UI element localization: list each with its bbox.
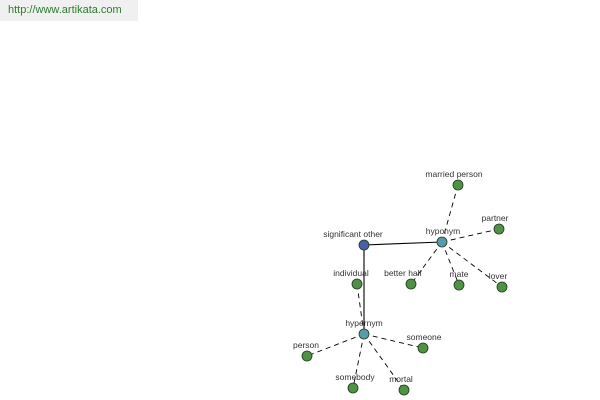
node-label: married person <box>425 169 482 179</box>
node-label: lover <box>489 271 508 281</box>
edge-person <box>306 333 365 357</box>
node-label: someone <box>407 332 442 342</box>
edge-mortal <box>363 333 405 391</box>
edge-partner <box>441 228 500 243</box>
node-somebody[interactable]: somebody <box>335 372 375 394</box>
edge-lover <box>441 241 503 288</box>
node-marker[interactable] <box>493 223 505 235</box>
node-label: somebody <box>335 372 375 382</box>
node-marker[interactable] <box>405 278 417 290</box>
node-marker[interactable] <box>347 382 359 394</box>
node-better-half[interactable]: better half <box>384 268 423 290</box>
node-marker[interactable] <box>301 350 313 362</box>
node-person[interactable]: person <box>293 340 319 362</box>
node-hypernym[interactable]: hypernym <box>345 318 383 340</box>
node-label: hypernym <box>345 318 382 328</box>
node-significant-other[interactable]: significant other <box>323 229 383 251</box>
node-marker[interactable] <box>417 342 429 354</box>
node-label: individual <box>333 268 369 278</box>
node-lover[interactable]: lover <box>489 271 508 293</box>
node-marker[interactable] <box>358 239 370 251</box>
node-individual[interactable]: individual <box>333 268 369 290</box>
node-marker[interactable] <box>351 278 363 290</box>
node-label: partner <box>482 213 509 223</box>
node-marker[interactable] <box>436 236 448 248</box>
node-married-person[interactable]: married person <box>425 169 483 191</box>
edge-somebody <box>352 333 365 389</box>
node-mortal[interactable]: mortal <box>389 374 413 396</box>
node-label: significant other <box>323 229 383 239</box>
edge-married-person <box>441 184 459 243</box>
node-label: mate <box>450 269 469 279</box>
node-marker[interactable] <box>358 328 370 340</box>
node-marker[interactable] <box>398 384 410 396</box>
node-mate[interactable]: mate <box>450 269 469 291</box>
node-label: person <box>293 340 319 350</box>
edge-root-hyponym <box>363 241 443 246</box>
node-label: mortal <box>389 374 413 384</box>
node-label: better half <box>384 268 422 278</box>
node-marker[interactable] <box>452 179 464 191</box>
node-partner[interactable]: partner <box>482 213 509 235</box>
graph-nodes: married person partner better half mate love… <box>293 169 509 396</box>
node-label: hyponym <box>426 226 461 236</box>
graph-edges <box>306 184 503 391</box>
source-url-banner[interactable]: http://www.artikata.com <box>0 0 138 21</box>
node-someone[interactable]: someone <box>407 332 442 354</box>
edge-someone <box>363 333 424 349</box>
node-marker[interactable] <box>496 281 508 293</box>
node-hyponym[interactable]: hyponym <box>426 226 461 248</box>
edge-mate <box>441 241 460 286</box>
node-marker[interactable] <box>453 279 465 291</box>
